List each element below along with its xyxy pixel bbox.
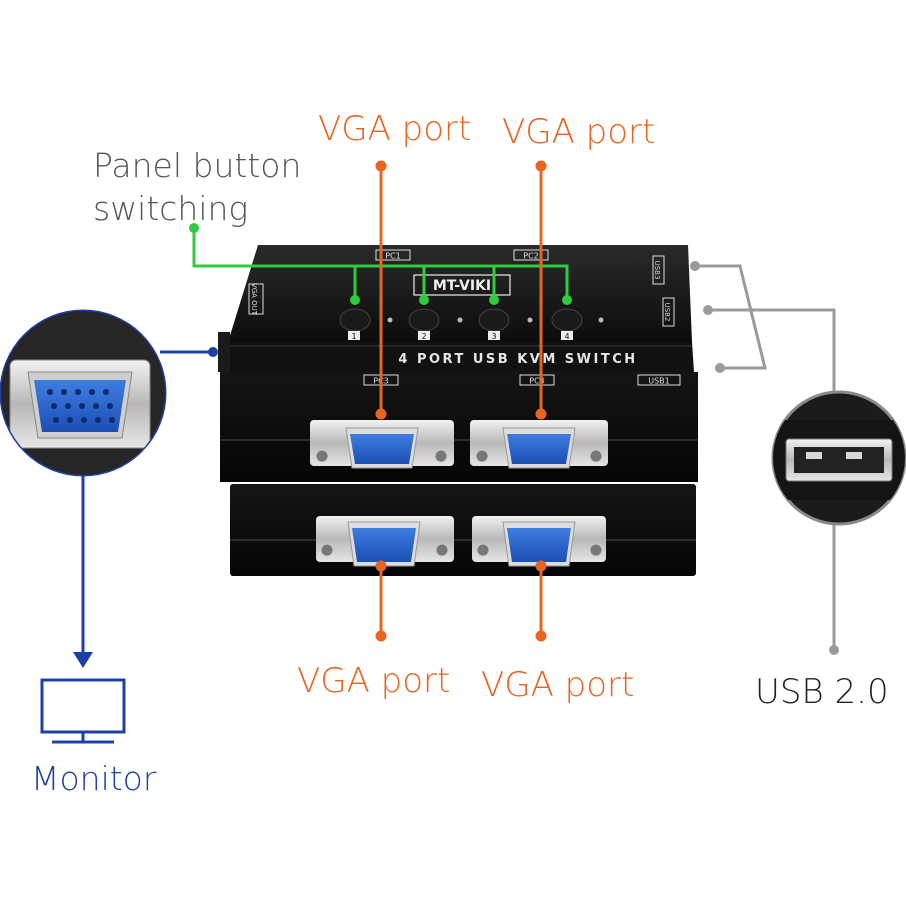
- svg-text:PC1: PC1: [385, 252, 401, 261]
- panel-button-4[interactable]: 4: [551, 308, 583, 341]
- vga-out-tag: VGA OUT: [250, 283, 258, 316]
- vga-out-zoom: [0, 309, 167, 477]
- panel-button-2[interactable]: 2: [408, 308, 440, 341]
- usb-label: USB 2.0: [755, 672, 889, 712]
- pc1-tag: PC1: [375, 249, 411, 261]
- svg-text:PC4: PC4: [529, 377, 545, 386]
- svg-text:1: 1: [351, 332, 356, 341]
- panel-button-3[interactable]: 3: [478, 308, 510, 341]
- pc4-tag: PC4: [519, 374, 555, 386]
- brand-logo: MT-VIKI: [413, 274, 511, 296]
- device-lower-front: [230, 484, 696, 576]
- usb1-tag: USB1: [637, 374, 681, 386]
- vga-port-label-top-right: VGA port: [502, 112, 656, 152]
- kvm-switch-device: VGA OUT PC1 PC2 PC3 PC4 USB3 USB2: [218, 245, 698, 576]
- device-upper-front: [220, 372, 698, 482]
- usb2-tag: USB2: [662, 297, 675, 327]
- vga-connector-pc1: [316, 516, 454, 567]
- vga-callout-lines: [379, 166, 543, 636]
- svg-text:2: 2: [421, 332, 426, 341]
- panel-button-1[interactable]: 1: [339, 308, 371, 341]
- svg-text:MT-VIKI: MT-VIKI: [433, 278, 491, 294]
- svg-text:3: 3: [491, 332, 496, 341]
- vga-port-label-bottom-right: VGA port: [481, 665, 635, 705]
- vga-port-label-bottom-left: VGA port: [297, 661, 451, 701]
- monitor-icon: [40, 678, 126, 744]
- svg-text:USB3: USB3: [653, 261, 661, 280]
- vga-connector-pc2: [472, 516, 606, 567]
- usb3-tag: USB3: [652, 255, 665, 285]
- pc2-tag: PC2: [513, 249, 549, 261]
- usb-callout-lines: [695, 264, 836, 650]
- svg-text:4: 4: [564, 332, 569, 341]
- vga-connector-pc4: [470, 420, 608, 469]
- monitor-callout: [73, 347, 218, 668]
- device-title: 4 PORT USB KVM SWITCH: [398, 352, 637, 367]
- svg-text:USB2: USB2: [663, 303, 671, 322]
- vga-port-label-top-left: VGA port: [318, 109, 472, 149]
- monitor-label: Monitor: [31, 759, 157, 798]
- device-title-strip: [224, 342, 694, 372]
- panel-button-label-line1: Panel button: [93, 146, 302, 185]
- vga-connector-pc3: [310, 420, 454, 469]
- panel-button-label: Panel button switching: [93, 144, 301, 230]
- svg-text:USB1: USB1: [648, 377, 670, 386]
- svg-text:PC2: PC2: [523, 252, 539, 261]
- panel-button-label-line2: switching: [93, 189, 249, 228]
- usb-port-zoom: [771, 390, 906, 526]
